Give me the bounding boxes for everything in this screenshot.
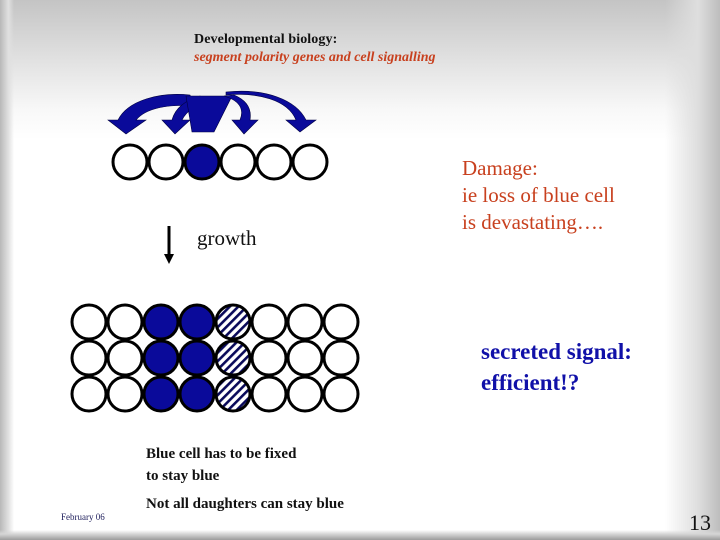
- daughters-note: Not all daughters can stay blue: [146, 496, 344, 512]
- signal-line: efficient!?: [481, 370, 580, 395]
- cell-grid: [70, 303, 360, 413]
- secreted-signal-note: secreted signal: efficient!?: [481, 336, 632, 398]
- damage-line: ie loss of blue cell: [462, 183, 615, 207]
- damage-note: Damage: ie loss of blue cell is devastat…: [462, 155, 615, 236]
- growth-arrow-icon: [164, 226, 174, 264]
- note-line: Blue cell has to be fixed: [146, 446, 297, 462]
- slide-title-block: Developmental biology: segment polarity …: [194, 31, 436, 67]
- slide-bottom-border: [0, 530, 720, 540]
- top-cell-row: [111, 143, 329, 181]
- damage-line: Damage:: [462, 156, 538, 180]
- fixed-cell-note: Blue cell has to be fixed to stay blue: [146, 443, 296, 487]
- damage-line: is devastating….: [462, 210, 604, 234]
- footer-date: February 06: [61, 512, 105, 522]
- note-line: to stay blue: [146, 468, 220, 484]
- slide-title: Developmental biology:: [194, 32, 338, 47]
- signal-arrows-icon: [107, 90, 317, 135]
- signal-line: secreted signal:: [481, 339, 632, 364]
- slide-subtitle: segment polarity genes and cell signalli…: [194, 50, 436, 65]
- page-number: 13: [689, 510, 711, 535]
- growth-label: growth: [197, 226, 257, 250]
